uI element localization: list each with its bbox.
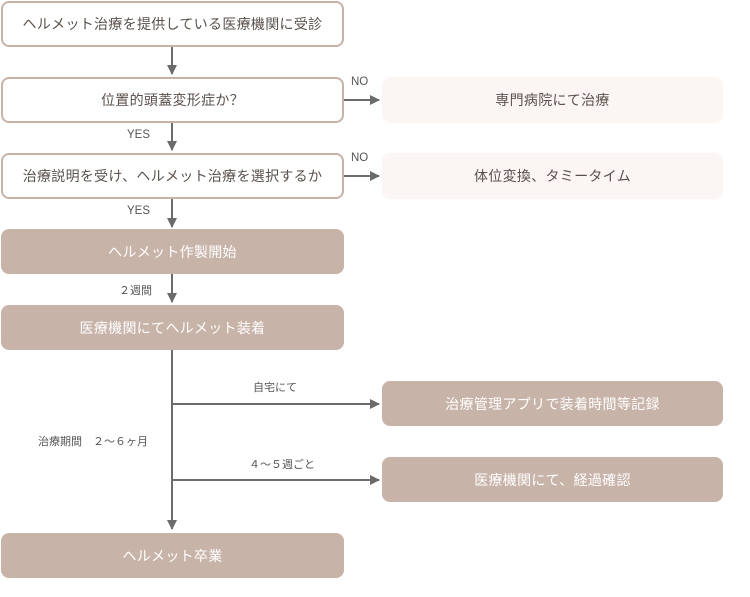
step-graduate: ヘルメット卒業 [1, 533, 344, 578]
label-home: 自宅にて [253, 381, 297, 394]
step-diagnosis-label: 位置的頭蓋変形症か？ [101, 93, 244, 109]
label-yes-decision: YES [127, 205, 151, 217]
side-positioning-label: 体位変換、タミータイム [473, 169, 632, 185]
label-yes-diagnosis: YES [127, 129, 151, 141]
side-app-record-label: 治療管理アプリで装着時間等記録 [445, 396, 660, 413]
step-decision: 治療説明を受け、ヘルメット治療を選択するか [1, 153, 344, 199]
side-specialist-label: 専門病院にて治療 [495, 93, 610, 109]
label-every-weeks: ４～５週ごと [249, 458, 315, 471]
label-treatment-period: 治療期間 ２～６ヶ月 [38, 435, 148, 448]
side-clinic-check: 医療機関にて、経過確認 [382, 457, 723, 502]
step-start: ヘルメット作製開始 [1, 229, 344, 274]
label-no-diagnosis: NO [351, 76, 369, 88]
step-visit: ヘルメット治療を提供している医療機関に受診 [1, 1, 344, 47]
step-wear-label: 医療機関にてヘルメット装着 [79, 320, 266, 337]
label-no-decision: NO [351, 152, 369, 164]
step-visit-label: ヘルメット治療を提供している医療機関に受診 [22, 17, 323, 33]
step-decision-label: 治療説明を受け、ヘルメット治療を選択するか [22, 169, 323, 185]
step-diagnosis: 位置的頭蓋変形症か？ [1, 77, 344, 123]
step-graduate-label: ヘルメット卒業 [122, 548, 223, 565]
step-start-label: ヘルメット作製開始 [108, 244, 237, 261]
side-positioning: 体位変換、タミータイム [382, 153, 723, 199]
side-specialist: 専門病院にて治療 [382, 77, 723, 123]
side-clinic-check-label: 医療機関にて、経過確認 [474, 472, 631, 489]
label-two-weeks: ２週間 [119, 284, 152, 297]
step-wear: 医療機関にてヘルメット装着 [1, 305, 344, 350]
side-app-record: 治療管理アプリで装着時間等記録 [382, 381, 723, 426]
